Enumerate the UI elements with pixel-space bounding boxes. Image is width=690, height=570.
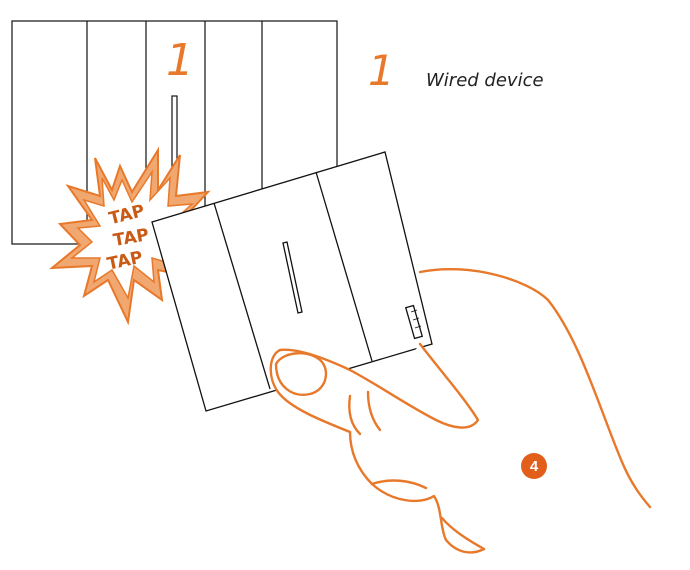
brand-logo-mark — [410, 309, 418, 313]
burst-inner — [69, 169, 195, 301]
fingers-lower — [348, 430, 486, 554]
step-number-badge: 4 — [521, 453, 547, 479]
brand-logo-mark — [412, 317, 420, 321]
wired-device-label: Wired device — [426, 70, 544, 91]
thumbnail — [274, 352, 328, 396]
tap-burst: TAP TAP TAP — [49, 146, 211, 326]
brand-logo-mark — [414, 325, 422, 329]
hand-outline-back — [418, 268, 652, 509]
rocker-divider — [315, 171, 373, 362]
finger-fold — [348, 390, 382, 436]
finger-crease — [370, 479, 428, 490]
wireless-led-slot — [282, 241, 303, 314]
wired-device-number: 1 — [368, 46, 395, 95]
wireless-device — [151, 151, 433, 412]
brand-logo — [404, 304, 424, 340]
hand — [418, 268, 652, 551]
hand-outline-wrist — [440, 516, 486, 551]
rocker-divider — [213, 202, 271, 390]
wired-switch-number: 1 — [166, 35, 194, 86]
hand-front — [269, 342, 486, 554]
